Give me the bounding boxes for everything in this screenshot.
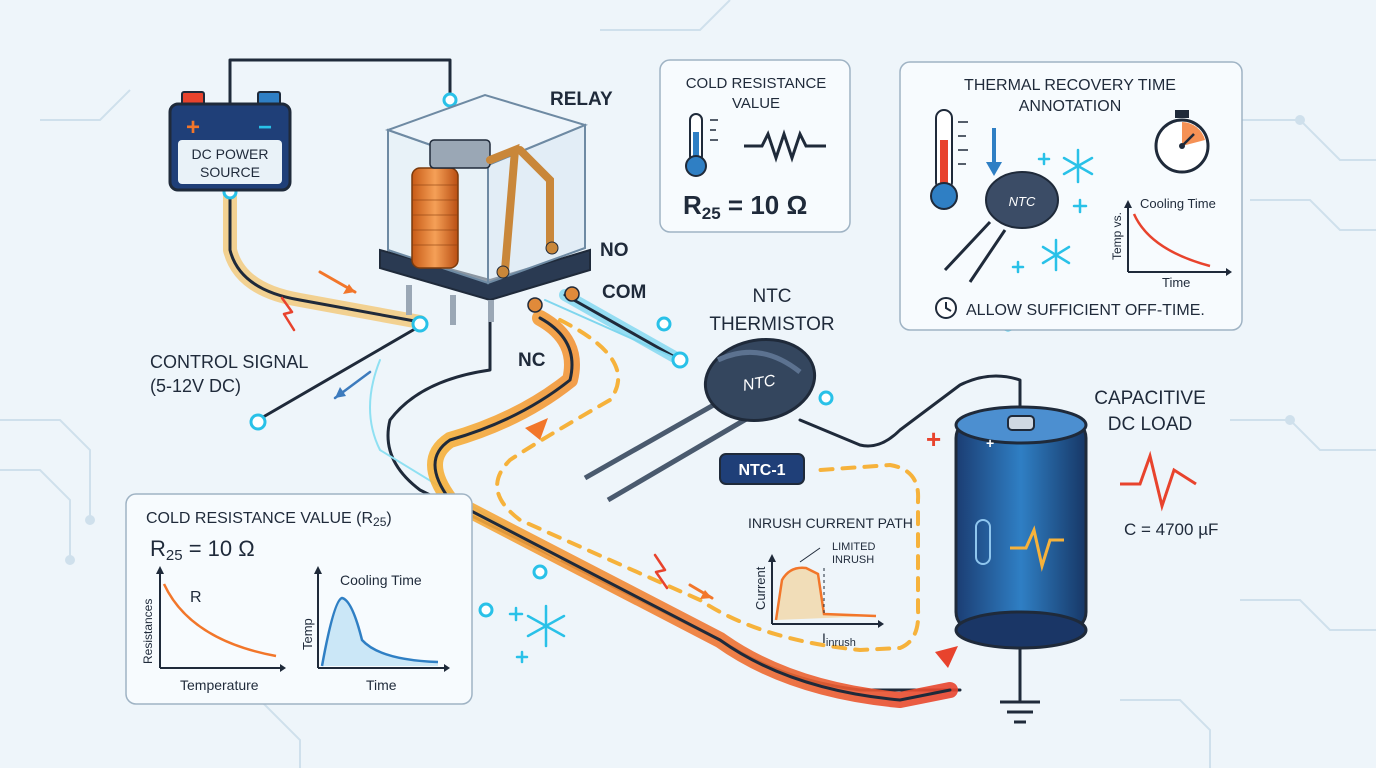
nc-terminal-label: NC	[518, 350, 546, 371]
cooling-time-graph-xlabel: Time	[1162, 275, 1190, 290]
thermometer-icon	[685, 113, 718, 177]
cold-resistance-bottom-formula: R25 = 10 Ω	[150, 536, 255, 564]
capacitance-value: C = 4700 µF	[1124, 520, 1218, 539]
cooling-time-graph: Cooling Time Temp vs. Time	[1110, 196, 1232, 290]
ntc-tag-label: NTC-1	[738, 462, 785, 479]
limited-inrush-note-2: INRUSH	[832, 554, 874, 566]
dc-source-label: SOURCE	[200, 164, 260, 180]
relay: RELAY	[379, 89, 613, 325]
cold-resistance-panel-top: COLD RESISTANCE VALUE R25 = 10 Ω	[659, 59, 851, 233]
cold-resistance-panel-bottom: COLD RESISTANCE VALUE (R25) R25 = 10 Ω R…	[125, 493, 473, 705]
pulse-icon	[1010, 525, 1064, 572]
svg-text:NTC: NTC	[1009, 194, 1036, 209]
cooling-time-bottom-title: Cooling Time	[340, 572, 422, 588]
stopwatch-icon	[1154, 110, 1210, 174]
limited-inrush-note: LIMITED	[832, 541, 875, 553]
snowflake-icon	[508, 604, 566, 664]
cooling-graph-xlabel: Time	[366, 677, 397, 693]
clock-icon	[935, 297, 957, 319]
inrush-y-label: Current	[753, 566, 768, 610]
ntc-body-label: NTC	[742, 372, 778, 395]
ntc-thermistor: NTC NTC THERMISTOR NTC-1	[583, 286, 835, 503]
cold-resistance-title-value: VALUE	[732, 95, 780, 112]
resistance-temperature-graph: R Resistances Temperature	[141, 566, 286, 693]
thermal-recovery-title-2: ANNOTATION	[1019, 98, 1122, 115]
dc-power-source: + − DC POWER SOURCE	[168, 91, 292, 192]
control-signal-label: CONTROL SIGNAL	[150, 352, 308, 372]
dc-load-title: DC LOAD	[1108, 414, 1192, 435]
battery-minus-sign: −	[258, 114, 272, 141]
capacitor-plus-label: +	[926, 424, 941, 454]
cooling-time-graph-bottom: Cooling Time Temp Time	[300, 566, 450, 693]
off-time-note: ALLOW SUFFICIENT OFF-TIME.	[966, 302, 1205, 319]
thermometer-icon	[930, 109, 968, 210]
battery-plus-sign: +	[186, 114, 200, 141]
resistance-graph-ylabel: Resistances	[141, 599, 155, 664]
resistor-symbol-icon	[744, 129, 826, 163]
cooling-time-graph-title: Cooling Time	[1140, 196, 1216, 211]
capacitive-dc-load: + + CAPACITIVE DC LOAD C = 4700 µF	[926, 388, 1218, 724]
resistance-graph-xlabel: Temperature	[180, 677, 259, 693]
dc-power-label: DC POWER	[192, 146, 269, 162]
resistance-curve-label: R	[190, 589, 202, 606]
inrush-current-section: INRUSH CURRENT PATH LIMITED INRUSH Curre…	[748, 515, 913, 649]
cold-resistance-title: COLD RESISTANCE	[686, 75, 827, 92]
ground-icon	[1000, 700, 1040, 724]
relay-label: RELAY	[550, 89, 613, 110]
thermal-recovery-title: THERMAL RECOVERY TIME	[964, 77, 1176, 94]
control-voltage-label: (5-12V DC)	[150, 376, 241, 396]
capacitive-load-title: CAPACITIVE	[1094, 388, 1206, 409]
waveform-icon	[1120, 450, 1197, 512]
coil-windings	[412, 184, 458, 246]
cold-resistance-formula: R25 = 10 Ω	[683, 190, 807, 223]
cooling-time-graph-ylabel: Temp vs.	[1110, 212, 1124, 260]
ntc-title: NTC	[752, 286, 791, 307]
ntc-thermistor-title: THERMISTOR	[709, 314, 834, 335]
com-terminal-label: COM	[602, 282, 646, 303]
cold-resistance-bottom-title: COLD RESISTANCE VALUE (R25)	[146, 510, 392, 529]
ntc-thermistor-small-icon: NTC	[943, 171, 1059, 283]
wires	[223, 58, 1022, 708]
no-terminal-label: NO	[600, 240, 629, 261]
inrush-x-label: Iinrush	[822, 630, 856, 649]
inrush-title: INRUSH CURRENT PATH	[748, 515, 913, 531]
capacitor-top-plus: +	[986, 435, 994, 451]
cooling-graph-ylabel: Temp	[300, 618, 315, 650]
snowflake-icon	[1011, 148, 1094, 274]
thermal-recovery-panel: THERMAL RECOVERY TIME ANNOTATION NTC	[899, 61, 1243, 331]
